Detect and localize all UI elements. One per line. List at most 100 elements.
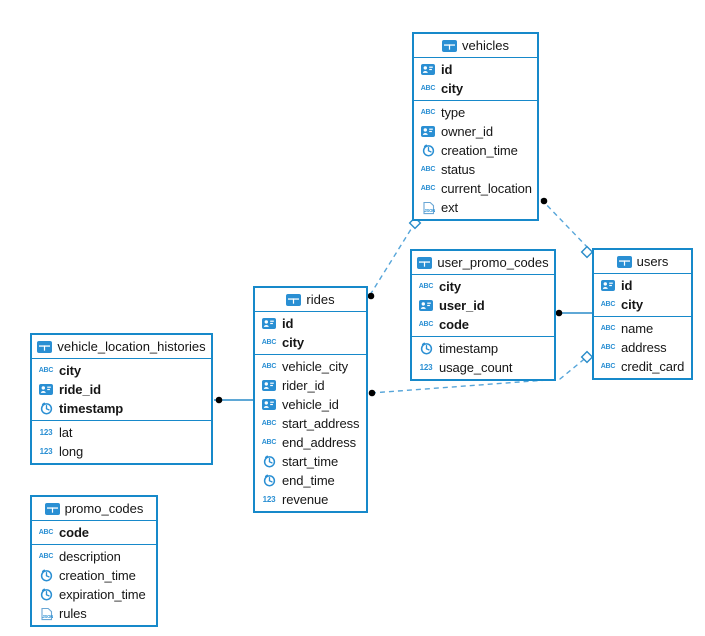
relationship-line[interactable] xyxy=(370,355,589,394)
column-name: usage_count xyxy=(439,360,513,375)
column-row-timestamp[interactable]: timestamp xyxy=(412,339,554,358)
entity-header[interactable]: users xyxy=(594,250,691,274)
column-row-id[interactable]: id xyxy=(594,276,691,295)
svg-text:JSON: JSON xyxy=(424,208,435,213)
number-123-icon: 123 xyxy=(39,427,53,437)
relationship-rides-to-users[interactable] xyxy=(368,350,594,397)
column-name: name xyxy=(621,321,654,336)
column-name: owner_id xyxy=(441,124,493,139)
number-123-icon: 123 xyxy=(262,494,276,504)
entity-header[interactable]: vehicle_location_histories xyxy=(32,335,211,359)
number-123-icon: 123 xyxy=(39,446,53,456)
clock-icon xyxy=(37,588,55,602)
abc-text-icon: ABC xyxy=(600,301,616,308)
abc-text-icon: ABC xyxy=(420,109,436,116)
svg-text:JSON: JSON xyxy=(42,614,53,619)
clock-icon xyxy=(417,342,435,356)
column-name: user_id xyxy=(439,298,485,313)
column-row-expiration_time[interactable]: expiration_time xyxy=(32,585,156,604)
column-row-ride_id[interactable]: ride_id xyxy=(32,380,211,399)
column-row-rider_id[interactable]: rider_id xyxy=(255,376,366,395)
column-name: rules xyxy=(59,606,87,621)
column-name: city xyxy=(441,81,464,96)
entity-header[interactable]: promo_codes xyxy=(32,497,156,521)
column-name: ext xyxy=(441,200,459,215)
entity-header[interactable]: vehicles xyxy=(414,34,537,58)
relationship-line[interactable] xyxy=(540,198,591,251)
column-row-long[interactable]: 123 long xyxy=(32,442,211,461)
column-row-id[interactable]: id xyxy=(255,314,366,333)
relationship-vehicle_location_histories-to-rides[interactable] xyxy=(214,396,253,404)
abc-text-icon: ABC xyxy=(261,363,277,370)
entity-title: user_promo_codes xyxy=(437,255,549,270)
column-row-start_time[interactable]: start_time xyxy=(255,452,366,471)
column-row-creation_time[interactable]: creation_time xyxy=(414,141,537,160)
id-card-icon xyxy=(419,63,437,77)
table-icon xyxy=(44,502,60,516)
column-row-rules[interactable]: JSON rules xyxy=(32,604,156,623)
abc-text-icon: ABC xyxy=(38,553,54,560)
entity-title: vehicle_location_histories xyxy=(57,339,206,354)
id-card-icon xyxy=(260,379,278,393)
abc-text-icon: ABC xyxy=(600,363,616,370)
column-row-timestamp[interactable]: timestamp xyxy=(32,399,211,418)
relationship-vehicles-to-users[interactable] xyxy=(540,197,594,259)
column-row-user_id[interactable]: user_id xyxy=(412,296,554,315)
json-document-icon: JSON xyxy=(37,607,55,621)
abc-text-icon: ABC xyxy=(600,344,616,351)
clock-icon xyxy=(37,569,55,583)
column-name: timestamp xyxy=(59,401,124,416)
column-row-ext[interactable]: JSON ext xyxy=(414,198,537,217)
entity-header[interactable]: rides xyxy=(255,288,366,312)
abc-text-icon: ABC xyxy=(420,185,436,192)
column-row-vehicle_id[interactable]: vehicle_id xyxy=(255,395,366,414)
abc-text-icon: ABC xyxy=(261,339,277,346)
entity-header[interactable]: user_promo_codes xyxy=(412,251,554,275)
relationship-line[interactable] xyxy=(369,217,419,296)
column-row-id[interactable]: id xyxy=(414,60,537,79)
column-row-current_location[interactable]: ABC current_location xyxy=(414,179,537,198)
column-row-creation_time[interactable]: creation_time xyxy=(32,566,156,585)
column-row-owner_id[interactable]: owner_id xyxy=(414,122,537,141)
column-name: long xyxy=(59,444,84,459)
column-row-type[interactable]: ABC type xyxy=(414,103,537,122)
column-name: type xyxy=(441,105,466,120)
relation-dot-marker xyxy=(368,389,376,397)
column-name: expiration_time xyxy=(59,587,146,602)
column-row-end_time[interactable]: end_time xyxy=(255,471,366,490)
relationship-user_promo_codes-to-users[interactable] xyxy=(555,309,592,317)
id-card-icon xyxy=(260,398,278,412)
column-name: current_location xyxy=(441,181,532,196)
relation-dot-marker xyxy=(215,396,223,404)
